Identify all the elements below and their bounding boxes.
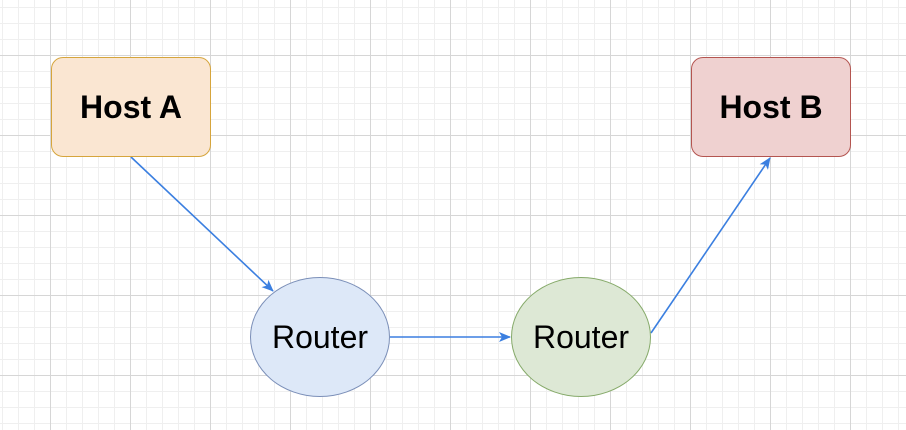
edge-router-2-to-host-b[interactable] <box>650 157 771 334</box>
router-1-label: Router <box>271 318 369 355</box>
host-a-node[interactable]: Host A <box>51 57 211 157</box>
host-a-label: Host A <box>80 88 182 125</box>
host-b-node[interactable]: Host B <box>691 57 851 157</box>
router-node-1[interactable]: Router <box>250 277 390 397</box>
edge-host-a-to-router-1[interactable] <box>130 156 274 292</box>
host-b-label: Host B <box>719 88 823 125</box>
router-node-2[interactable]: Router <box>511 277 651 397</box>
router-2-label: Router <box>532 318 630 355</box>
